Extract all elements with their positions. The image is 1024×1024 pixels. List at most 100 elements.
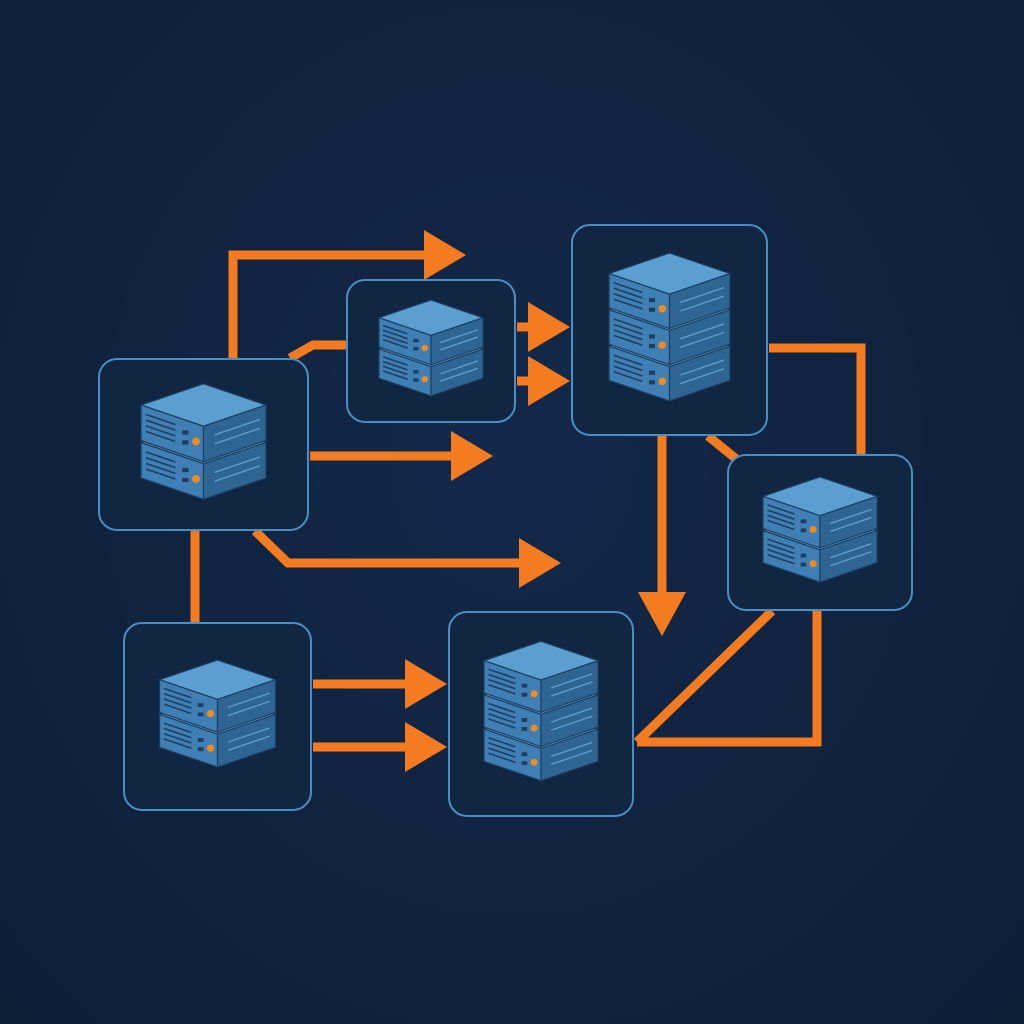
status-led-icon: [658, 305, 667, 313]
status-led-icon: [206, 744, 215, 752]
server-side-face: [430, 348, 484, 397]
vent-line: [767, 519, 795, 531]
status-led-icon: [530, 724, 538, 732]
vent-line: [767, 509, 795, 520]
side-stripe: [551, 749, 593, 766]
connection-right-to-bottom-center-loop: [637, 611, 822, 747]
indicator-square: [521, 683, 528, 688]
server-unit: [157, 659, 278, 734]
indicator-square: [521, 717, 528, 722]
status-led-icon: [192, 437, 200, 446]
side-stripe: [214, 418, 260, 436]
connector-line: [287, 340, 347, 362]
indicator-square: [182, 430, 189, 435]
connection-left-to-top-loop: [228, 230, 466, 358]
vent-line: [145, 456, 176, 469]
connection-left-to-top-middle: [287, 340, 347, 362]
indicator-square: [182, 440, 189, 445]
node-left[interactable]: [98, 358, 309, 531]
status-led-icon: [809, 560, 817, 568]
connector-line: [251, 527, 520, 568]
indicator-square: [521, 692, 528, 697]
vent-line: [145, 462, 176, 475]
indicator-square: [648, 307, 655, 312]
server-unit: [482, 640, 600, 714]
connection-bottom-left-to-bottom-center-a: [313, 659, 447, 709]
status-led-icon: [530, 758, 538, 766]
vent-line: [767, 538, 795, 550]
connection-top-middle-to-top-right-a: [517, 302, 570, 352]
status-led-icon: [421, 344, 428, 352]
server-side-face: [819, 529, 878, 583]
side-stripe: [680, 368, 725, 385]
vent-line: [613, 329, 643, 341]
server-side-face: [540, 694, 599, 748]
vent-line: [613, 282, 643, 294]
connector-line: [769, 343, 866, 455]
status-led-icon: [206, 709, 215, 718]
side-stripe: [227, 700, 270, 717]
vent-line: [382, 360, 408, 371]
node-bottom-left[interactable]: [123, 622, 312, 811]
server-side-face: [819, 495, 878, 549]
side-stripe: [830, 551, 872, 567]
vent-line: [488, 742, 516, 753]
server-rack-icon: [139, 383, 268, 501]
status-led-icon: [658, 341, 667, 349]
vent-line: [488, 668, 516, 680]
status-led-icon: [809, 525, 817, 533]
vent-line: [613, 360, 643, 372]
server-side-face: [668, 309, 731, 366]
indicator-square: [648, 380, 655, 385]
side-stripe: [830, 508, 872, 525]
vent-line: [767, 504, 795, 515]
vent-line: [382, 356, 408, 366]
indicator-square: [197, 737, 204, 742]
side-stripe: [680, 295, 725, 312]
arrow-head-icon: [519, 538, 561, 588]
indicator-square: [197, 712, 204, 717]
node-right[interactable]: [727, 454, 913, 611]
node-bottom-center[interactable]: [448, 611, 634, 817]
server-rack-icon: [377, 299, 485, 397]
side-stripe: [680, 359, 725, 376]
indicator-square: [413, 346, 419, 351]
indicator-square: [413, 370, 419, 374]
node-top-right[interactable]: [571, 224, 768, 436]
status-led-icon: [530, 690, 538, 698]
connection-left-right-arrow: [310, 431, 493, 481]
indicator-square: [413, 378, 419, 382]
vent-line: [382, 365, 408, 376]
indicator-square: [182, 467, 189, 473]
vent-line: [488, 707, 516, 719]
indicator-square: [413, 338, 419, 343]
side-stripe: [440, 336, 479, 351]
vent-line: [163, 733, 192, 744]
indicator-square: [521, 727, 528, 731]
vent-line: [382, 329, 408, 340]
indicator-square: [197, 703, 204, 708]
vent-line: [488, 736, 516, 748]
side-stripe: [551, 715, 593, 731]
vent-line: [488, 702, 516, 714]
nodes-layer: [98, 224, 913, 817]
status-led-icon: [658, 377, 667, 386]
server-unit: [761, 476, 879, 549]
node-top-middle[interactable]: [346, 279, 516, 423]
server-side-face: [430, 316, 484, 366]
indicator-square: [800, 519, 807, 524]
side-stripe: [551, 681, 593, 697]
vent-line: [145, 419, 176, 431]
connection-top-right-down-arrow: [638, 436, 686, 636]
server-unit: [607, 252, 732, 330]
indicator-square: [648, 370, 655, 375]
side-stripe: [227, 735, 270, 751]
vent-line: [163, 687, 192, 699]
server-side-face: [540, 659, 599, 714]
arrow-head-icon: [451, 431, 493, 481]
connection-bottom-left-to-bottom-center-b: [313, 722, 447, 772]
vent-line: [145, 468, 176, 480]
arrow-head-icon: [638, 592, 686, 636]
indicator-square: [521, 752, 528, 757]
